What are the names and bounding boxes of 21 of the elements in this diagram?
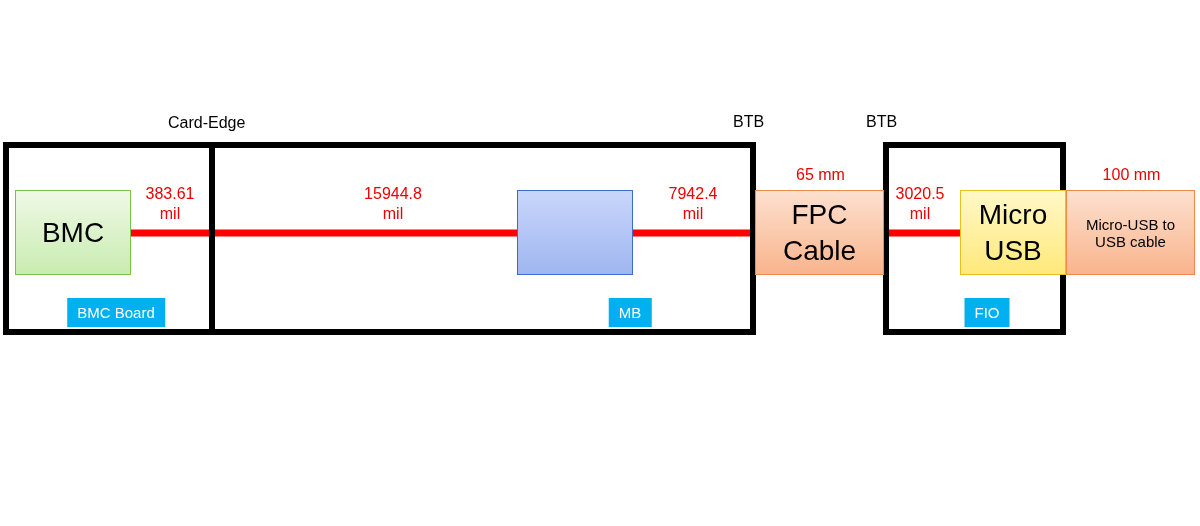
length-label: 65 mm	[795, 165, 846, 185]
board-label: MB	[608, 298, 652, 327]
connector-label: BTB	[866, 113, 898, 131]
connector-box	[960, 190, 1066, 275]
component-name: BMC	[40, 215, 106, 250]
component-name: FPC Cable	[781, 197, 858, 268]
edge-label: 7942.4 mil	[667, 184, 719, 224]
chip-box	[517, 190, 633, 275]
component-name: Micro USB	[977, 197, 1049, 268]
length-label: 100 mm	[1101, 165, 1162, 185]
edge-label: 3020.5 mil	[894, 184, 946, 224]
signal-trace	[131, 229, 517, 237]
edge-label: 383.61 mil	[144, 184, 196, 224]
board-label: BMC Board	[67, 298, 165, 327]
component-name: Micro-USB to USB cable	[1084, 215, 1177, 250]
length-label: 15944.8 mil	[363, 184, 423, 224]
connector-label: BTB	[733, 113, 765, 131]
board-label: FIO	[964, 298, 1010, 327]
board-outline	[883, 142, 1066, 335]
connector-label: Card-Edge	[168, 114, 246, 132]
chip-box	[15, 190, 131, 275]
